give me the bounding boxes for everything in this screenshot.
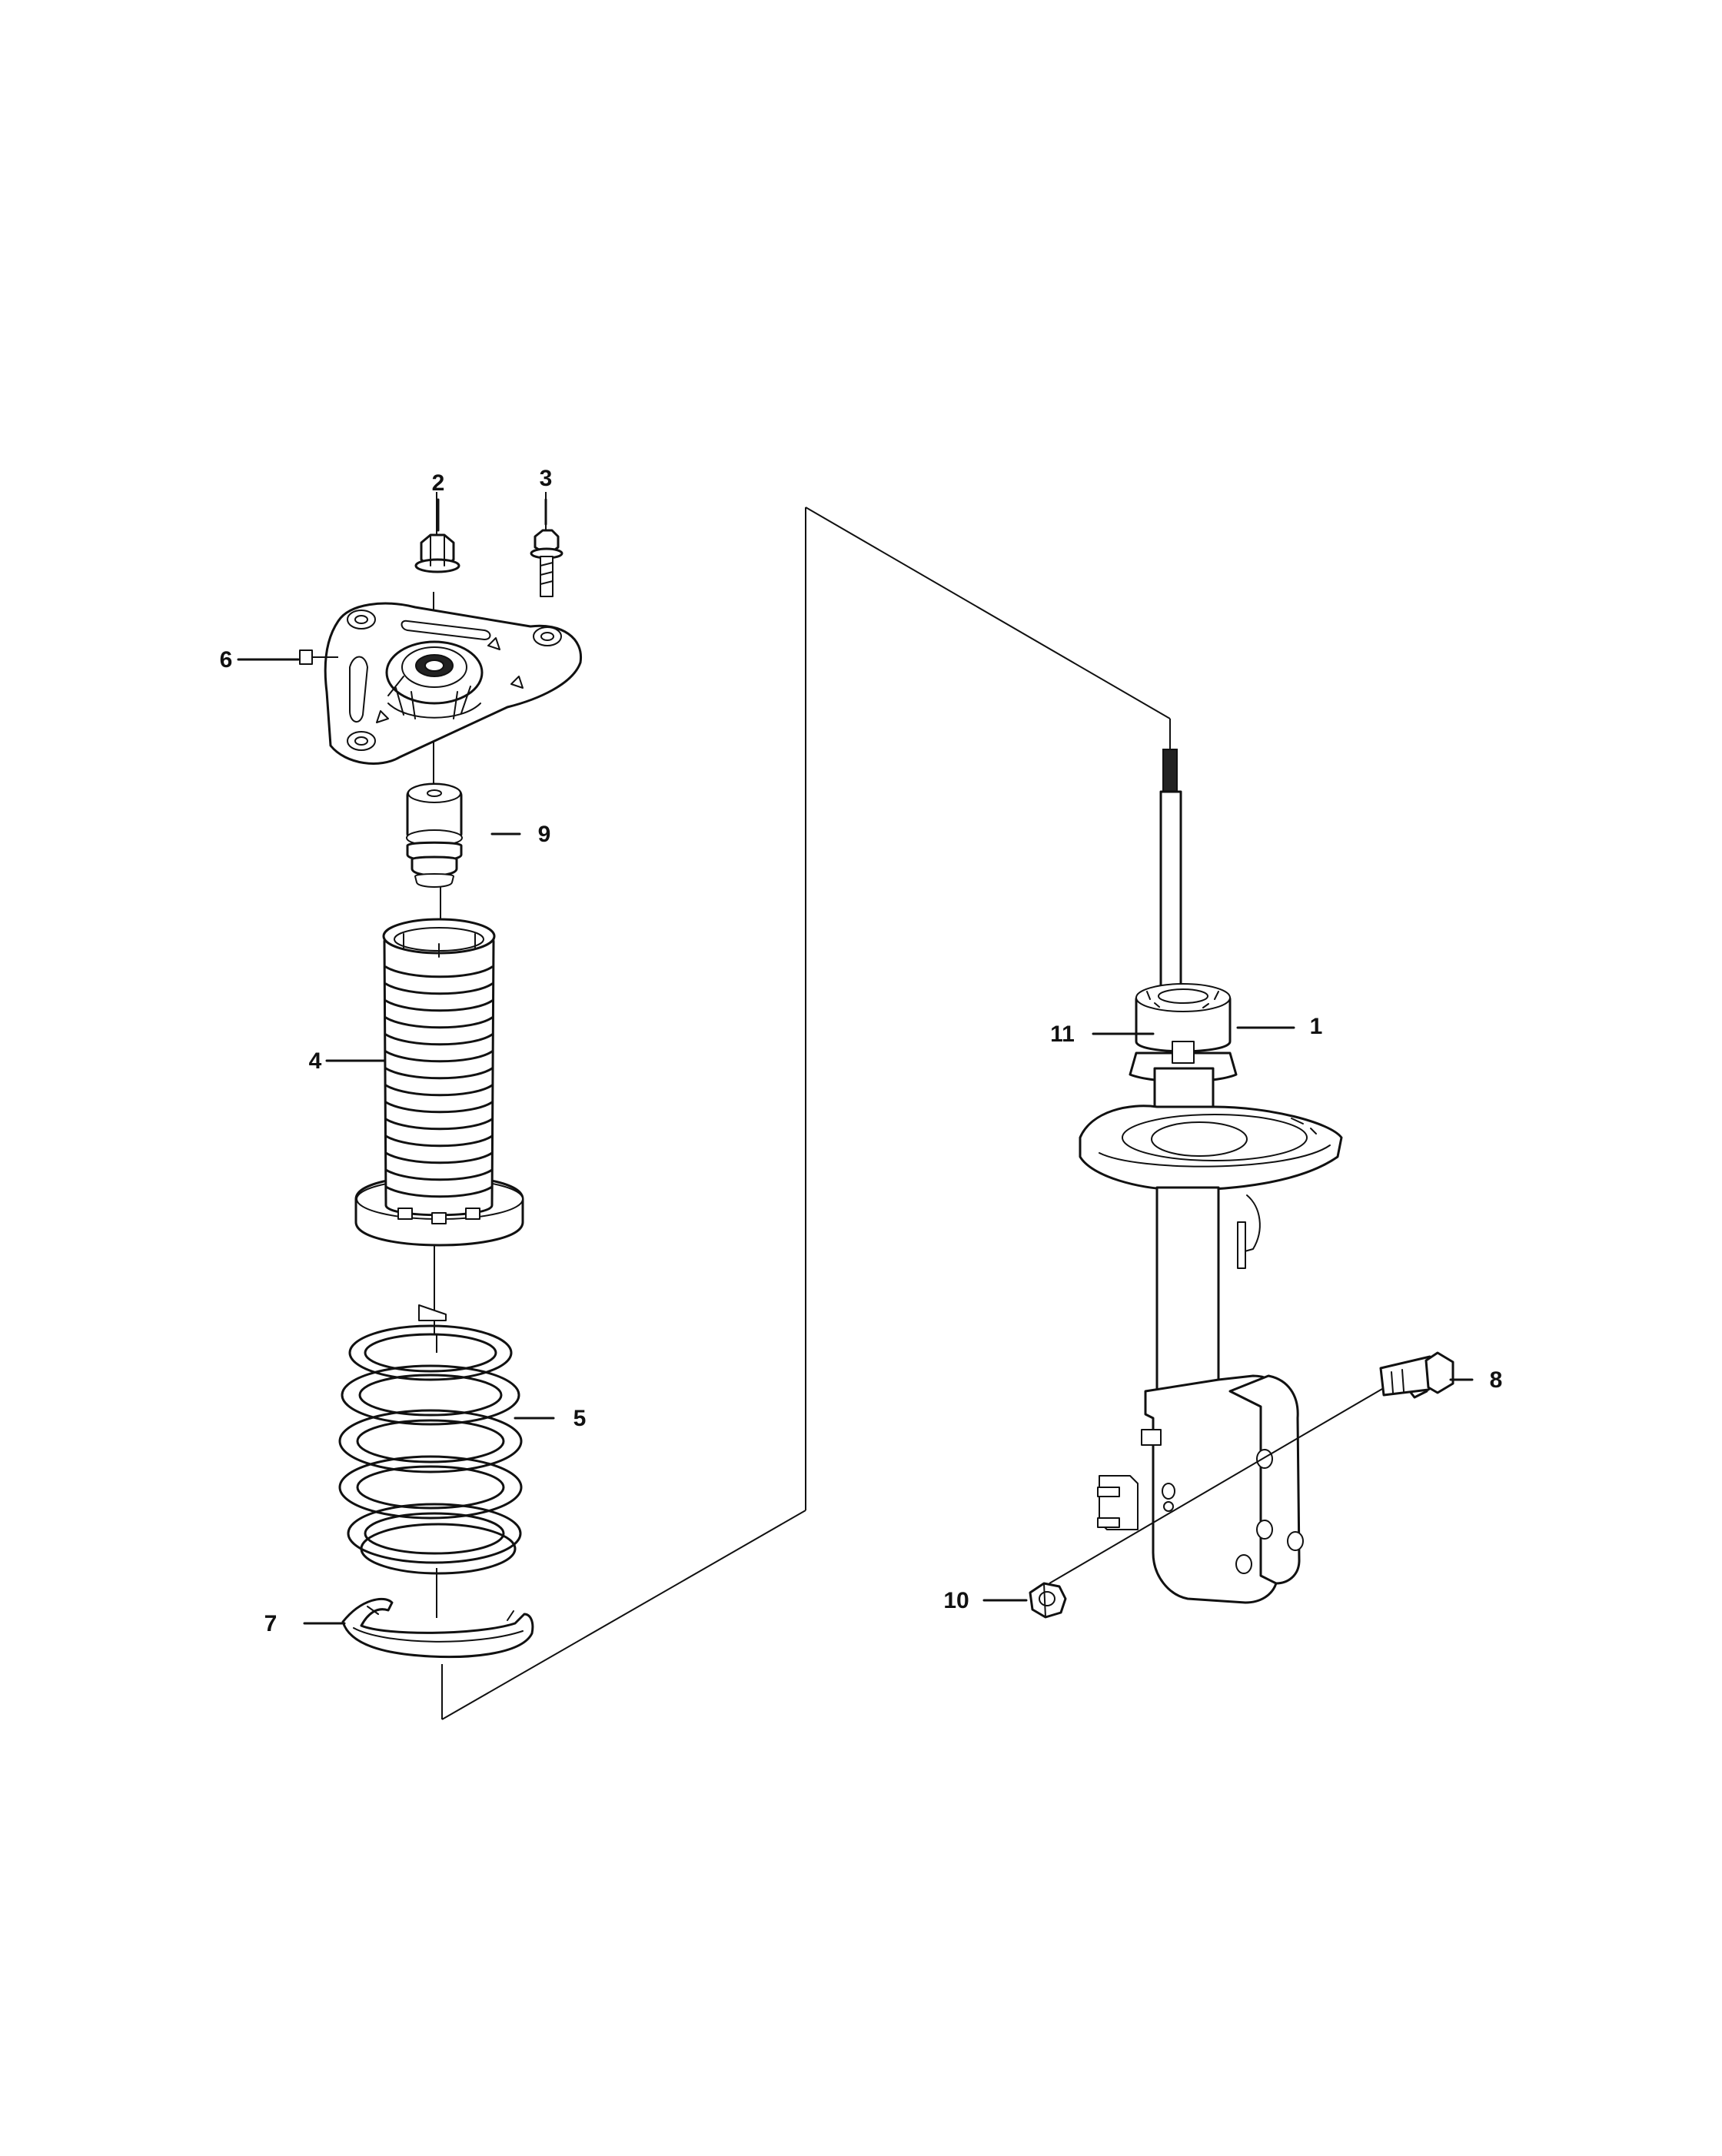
callout-9: 9 (538, 822, 551, 847)
jounce-bumper-part (406, 782, 463, 888)
callout-6: 6 (220, 647, 233, 673)
dust-boot-part (354, 918, 524, 1247)
knuckle-bolt-part (1379, 1351, 1454, 1399)
leader-lines (237, 498, 1474, 1625)
upper-mount-part (299, 602, 583, 765)
callout-8: 8 (1490, 1367, 1503, 1393)
callout-labels: 2 3 6 9 4 5 7 1 11 8 10 (220, 466, 1503, 1636)
callout-7: 7 (264, 1611, 278, 1636)
strut-assembly-part (1049, 734, 1392, 1604)
flange-nut-part (414, 492, 460, 573)
mount-bolt-part (530, 492, 563, 597)
hex-nut-part (1029, 1582, 1067, 1619)
callout-5: 5 (573, 1406, 587, 1431)
callout-1: 1 (1310, 1014, 1323, 1039)
callout-11: 11 (1050, 1022, 1075, 1047)
coil-spring-part (338, 1304, 523, 1575)
callout-10: 10 (943, 1588, 969, 1613)
lower-isolator-part (341, 1597, 534, 1659)
callout-3: 3 (540, 466, 553, 491)
exploded-view-frame (441, 507, 1171, 1720)
callout-4: 4 (309, 1048, 322, 1074)
callout-2: 2 (432, 470, 445, 496)
